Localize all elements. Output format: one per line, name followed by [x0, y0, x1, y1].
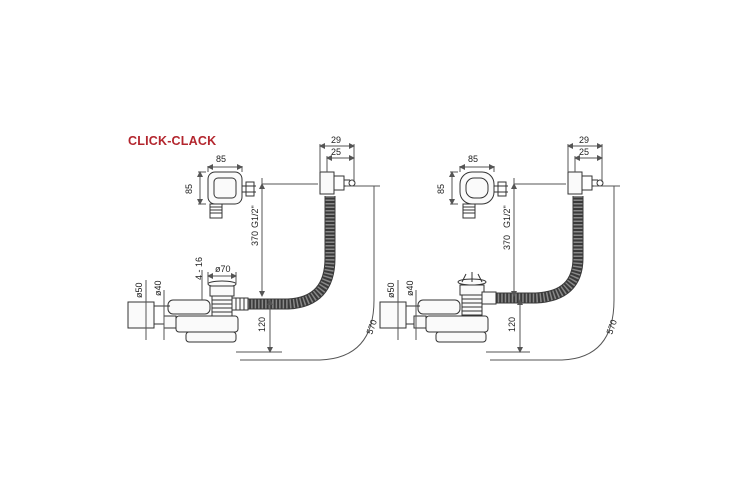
right-dim-pipe: [397, 280, 417, 340]
left-drain-body: [207, 280, 249, 317]
right-hose: [496, 196, 584, 304]
left-dim-85-height: [197, 171, 206, 205]
left-label-o70: ø70: [215, 264, 231, 274]
left-label-85-height: 85: [184, 184, 194, 194]
left-dim-o70: [201, 270, 237, 300]
left-dim-85-width: [207, 164, 243, 172]
left-hose: [246, 196, 336, 310]
right-label-29: 29: [579, 135, 589, 145]
right-assembly: [379, 143, 620, 361]
right-dim-85-height: [449, 171, 458, 205]
right-dim-370: [511, 183, 566, 297]
right-label-85-height: 85: [436, 184, 446, 194]
left-label-4-16: 4 - 16: [194, 257, 204, 280]
right-siphon: [379, 299, 489, 343]
left-label-o40: ø40: [153, 280, 163, 296]
right-label-25: 25: [579, 147, 589, 157]
left-dim-pipe: [145, 280, 165, 340]
left-dim-570: [240, 185, 380, 361]
right-dim-85-width: [459, 164, 495, 172]
right-dim-120: [486, 299, 530, 353]
right-label-o40: ø40: [405, 280, 415, 296]
left-siphon: [127, 299, 239, 343]
right-dim-29-25: [567, 143, 603, 182]
right-label-o50: ø50: [386, 282, 396, 298]
right-dim-570: [490, 185, 620, 361]
left-dim-120: [236, 299, 282, 353]
left-label-g12: G1/2": [250, 205, 260, 228]
left-dim-29-25: [319, 143, 355, 182]
right-label-370: 370: [502, 235, 512, 250]
right-drain-body: [457, 272, 497, 316]
left-label-370: 370: [250, 231, 260, 246]
left-filler-outlet: [319, 171, 356, 195]
right-filler-outlet: [567, 171, 604, 195]
right-label-120: 120: [507, 317, 517, 332]
left-dim-370: [259, 183, 318, 297]
left-label-570: 570: [364, 318, 379, 336]
left-label-o50: ø50: [134, 282, 144, 298]
left-label-29: 29: [331, 135, 341, 145]
right-overflow-head: [459, 171, 508, 219]
right-label-85-width: 85: [468, 154, 478, 164]
left-label-120: 120: [257, 317, 267, 332]
right-label-570: 570: [604, 318, 619, 336]
left-assembly: [127, 143, 380, 361]
left-label-25: 25: [331, 147, 341, 157]
drawing-title: CLICK-CLACK: [128, 134, 217, 148]
left-label-85-width: 85: [216, 154, 226, 164]
right-label-g12: G1/2": [502, 205, 512, 228]
left-overflow-head: [207, 171, 256, 219]
